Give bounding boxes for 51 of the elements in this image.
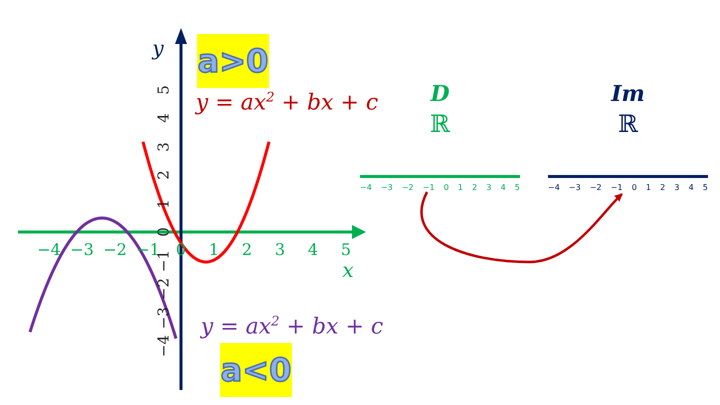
tick-label: −3 [380, 183, 393, 192]
tick-label: −3 [70, 242, 94, 258]
tick-label: −4 [548, 183, 560, 192]
axis-label: y [152, 38, 164, 58]
tick-label: −2 [402, 183, 414, 192]
axis-label: x [342, 260, 354, 280]
highlight-box [220, 343, 292, 397]
tick-label: −4 [37, 242, 61, 258]
set-label: Im [611, 80, 645, 109]
highlight-box [197, 34, 269, 88]
tick-label: 1 [208, 242, 220, 258]
tick-label: −3 [156, 306, 172, 329]
mapping-arrow [420, 192, 623, 264]
tick-label: −3 [568, 183, 581, 192]
tick-label: −2 [103, 242, 127, 258]
set-label: D [430, 80, 450, 109]
tick-label: 4 [308, 242, 318, 258]
tick-label: 4 [688, 183, 694, 192]
tick-label: −4 [360, 183, 372, 192]
equation: y = ax$^{2}$ + bx + c [196, 91, 378, 115]
tick-label: 4 [156, 113, 172, 123]
tick-label: 3 [156, 142, 172, 152]
tick-label: 1 [156, 198, 172, 208]
tick-label: −2 [590, 183, 602, 192]
tick-label: 2 [472, 183, 478, 192]
tick-label: 0 [156, 227, 172, 237]
tick-label: 3 [674, 183, 680, 192]
tick-label: 0 [444, 183, 449, 192]
tick-label: 5 [340, 242, 352, 258]
tick-label: 4 [500, 183, 506, 192]
condition-label: a>0 [198, 42, 268, 80]
tick-label: 0 [176, 242, 186, 258]
tick-label: −1 [156, 249, 172, 272]
tick-label: 0 [632, 183, 637, 192]
set-symbol: ℝ [430, 108, 450, 140]
tick-label: 1 [646, 183, 651, 192]
tick-label: 5 [702, 183, 708, 192]
tick-label: 2 [242, 242, 252, 258]
tick-label: 3 [274, 242, 286, 258]
condition-label: a<0 [220, 351, 292, 389]
tick-label: 5 [514, 183, 520, 192]
tick-label: 5 [156, 84, 172, 94]
tick-label: −2 [156, 278, 172, 300]
tick-label: −4 [156, 334, 172, 358]
tick-label: 2 [660, 183, 666, 192]
tick-label: 2 [156, 170, 172, 180]
tick-label: 3 [486, 183, 492, 192]
tick-label: 1 [458, 183, 463, 192]
tick-label: −1 [422, 183, 435, 192]
tick-label: −1 [610, 183, 623, 192]
set-symbol: ℝ [618, 108, 638, 140]
